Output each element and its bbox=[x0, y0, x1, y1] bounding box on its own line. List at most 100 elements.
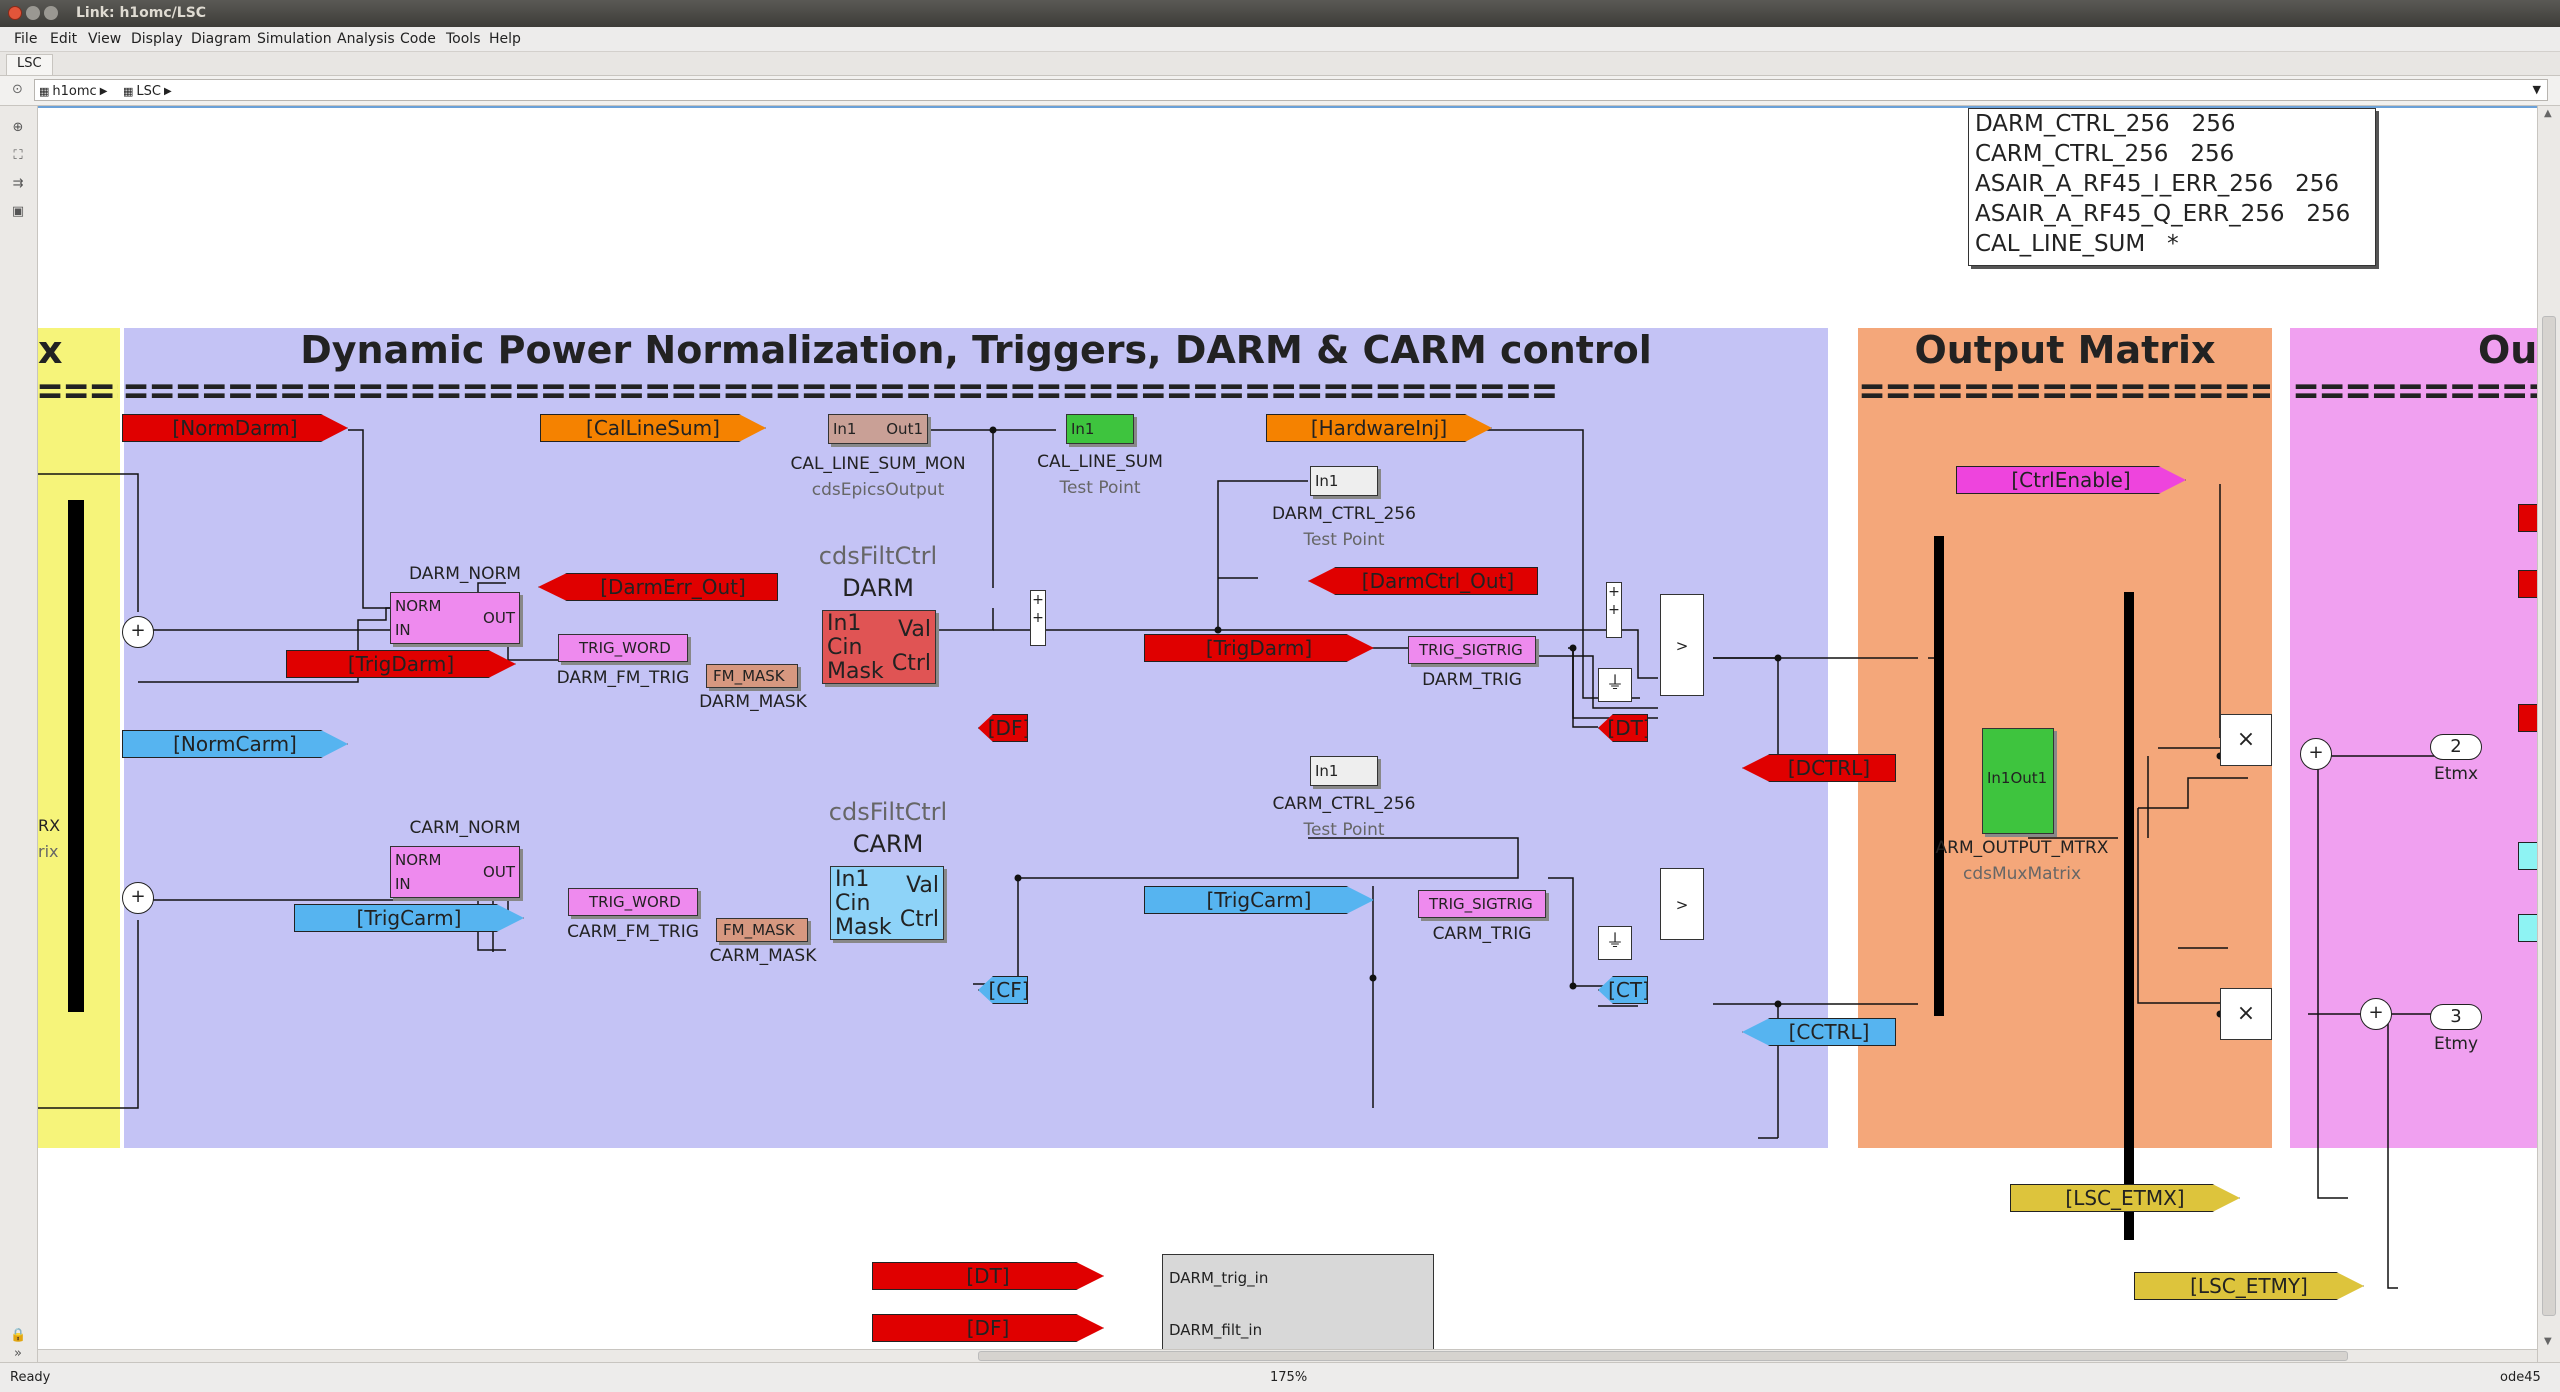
diagram-canvas[interactable]: x Dynamic Power Normalization, Triggers,… bbox=[38, 106, 2537, 1349]
from-tag-trigcarm-left[interactable]: [TrigCarm] bbox=[294, 904, 524, 932]
sum-block-etmx[interactable]: + bbox=[2300, 738, 2332, 770]
menu-analysis[interactable]: Analysis bbox=[337, 31, 395, 47]
sum-block-carm[interactable]: + bbox=[122, 882, 154, 914]
sum-block-darm[interactable]: + bbox=[122, 616, 154, 648]
chevron-down-icon[interactable]: ▼ bbox=[2544, 1336, 2552, 1347]
maximize-window-button[interactable] bbox=[44, 6, 58, 20]
darm-filtctrl-block[interactable]: In1 Cin Mask Val Ctrl bbox=[822, 610, 936, 684]
carm-ctrl-256-testpoint[interactable]: In1 bbox=[1310, 756, 1378, 786]
vertical-scroll-thumb[interactable] bbox=[2542, 316, 2556, 1316]
vertical-scrollbar[interactable]: ▲ ▼ bbox=[2537, 106, 2560, 1362]
outport-3[interactable]: 3 bbox=[2430, 1004, 2482, 1030]
sum-block-etmy[interactable]: + bbox=[2360, 998, 2392, 1030]
goto-tag-darmerr-out[interactable]: [DarmErr_Out] bbox=[538, 573, 778, 601]
tab-lsc[interactable]: LSC bbox=[6, 54, 53, 75]
goto-tag-darmctrl-out[interactable]: [DarmCtrl_Out] bbox=[1308, 567, 1538, 595]
darm-trig-block[interactable]: TRIG_SIGTRIG bbox=[1408, 636, 1536, 664]
chevron-down-icon[interactable]: ▼ bbox=[2532, 83, 2541, 96]
partial-tag-cyan bbox=[2518, 914, 2537, 942]
sum-junction-darm-mid[interactable]: ++ bbox=[1030, 590, 1046, 646]
minimize-window-button[interactable] bbox=[26, 6, 40, 20]
demux-bar bbox=[2124, 592, 2134, 1240]
from-tag-normcarm[interactable]: [NormCarm] bbox=[122, 730, 348, 758]
carm-fm-mask-block[interactable]: FM_MASK bbox=[716, 918, 808, 942]
from-tag-callinesum[interactable]: [CalLineSum] bbox=[540, 414, 766, 442]
status-text: Ready bbox=[10, 1370, 51, 1385]
from-tag-df-bottom[interactable]: [DF] bbox=[872, 1314, 1104, 1342]
ground-block-carm[interactable]: ⏚ bbox=[1598, 926, 1632, 960]
breadcrumb-lsc[interactable]: ▦LSC▶ bbox=[123, 84, 172, 99]
cal-line-sum-testpoint[interactable]: In1 bbox=[1066, 414, 1134, 444]
zoom-level: 175% bbox=[1270, 1370, 1308, 1385]
product-block-etmy[interactable]: × bbox=[2220, 988, 2272, 1040]
darm-ctrl-256-label: DARM_CTRL_256 bbox=[1272, 504, 1416, 524]
area-output-matrix bbox=[1858, 328, 2272, 1148]
partial-tag-red bbox=[2518, 704, 2537, 732]
menu-display[interactable]: Display bbox=[131, 31, 183, 47]
breadcrumb-h1omc[interactable]: ▦h1omc▶ bbox=[39, 84, 108, 99]
sum-junction-darm-right[interactable]: ++ bbox=[1606, 582, 1622, 638]
product-block-etmx[interactable]: × bbox=[2220, 714, 2272, 766]
from-tag-ctrlenable[interactable]: [CtrlEnable] bbox=[1956, 466, 2186, 494]
switch-block-darm[interactable]: > bbox=[1660, 594, 1704, 696]
menu-simulation[interactable]: Simulation bbox=[257, 31, 332, 47]
menu-diagram[interactable]: Diagram bbox=[191, 31, 252, 47]
carm-fm-trig-block[interactable]: TRIG_WORD bbox=[568, 888, 698, 916]
partial-tag-red bbox=[2518, 570, 2537, 598]
from-tag-lsc-etmy[interactable]: [LSC_ETMY] bbox=[2134, 1272, 2364, 1300]
from-tag-trigcarm-right[interactable]: [TrigCarm] bbox=[1144, 886, 1374, 914]
ground-block-darm[interactable]: ⏚ bbox=[1598, 668, 1632, 702]
darm-ctrl-256-lib: Test Point bbox=[1303, 530, 1385, 550]
carm-filtctrl-block[interactable]: In1 Cin Mask Val Ctrl bbox=[830, 866, 944, 940]
carm-ctrl-256-label: CARM_CTRL_256 bbox=[1272, 794, 1416, 814]
outport-2[interactable]: 2 bbox=[2430, 734, 2482, 760]
subsystem-icon: ▦ bbox=[123, 85, 134, 98]
from-tag-dt-bottom[interactable]: [DT] bbox=[872, 1262, 1104, 1290]
close-window-button[interactable] bbox=[8, 6, 22, 20]
menu-code[interactable]: Code bbox=[400, 31, 436, 47]
from-tag-normdarm[interactable]: [NormDarm] bbox=[122, 414, 348, 442]
carm-trig-block[interactable]: TRIG_SIGTRIG bbox=[1418, 890, 1546, 918]
rx-label: RX bbox=[38, 816, 61, 835]
breadcrumb[interactable]: ▦h1omc▶ ▦LSC▶ ▼ bbox=[34, 79, 2548, 101]
darm-trig-subsystem[interactable]: DARM_trig_in DARM_filt_in bbox=[1162, 1254, 1434, 1349]
from-tag-lsc-etmx[interactable]: [LSC_ETMX] bbox=[2010, 1184, 2240, 1212]
outport-2-label: Etmx bbox=[2433, 764, 2479, 784]
lock-icon[interactable]: 🔒 bbox=[10, 1328, 27, 1343]
menu-help[interactable]: Help bbox=[489, 31, 521, 47]
fit-view-icon[interactable]: ⛶ bbox=[13, 148, 23, 163]
output-mtrx-block[interactable]: In1Out1 bbox=[1982, 728, 2054, 834]
annotation-icon[interactable]: ▣ bbox=[11, 204, 25, 219]
chevron-up-icon[interactable]: ▲ bbox=[2544, 108, 2552, 119]
zoom-icon[interactable]: ⊕ bbox=[12, 120, 24, 135]
menu-edit[interactable]: Edit bbox=[50, 31, 78, 47]
hide-explorer-icon[interactable]: ⊙ bbox=[12, 82, 23, 97]
window-title: Link: h1omc/LSC bbox=[76, 5, 207, 21]
goto-tag-dctrl[interactable]: [DCTRL] bbox=[1742, 754, 1896, 782]
darm-fm-trig-block[interactable]: TRIG_WORD bbox=[558, 634, 688, 662]
from-tag-trigdarm-left[interactable]: [TrigDarm] bbox=[286, 650, 516, 678]
horizontal-scrollbar[interactable] bbox=[38, 1349, 2537, 1362]
switch-block-carm[interactable]: > bbox=[1660, 868, 1704, 940]
arrow-icon[interactable]: ⇉ bbox=[12, 176, 24, 191]
expand-panel-icon[interactable]: » bbox=[14, 1346, 22, 1361]
menu-file[interactable]: File bbox=[14, 31, 38, 47]
from-tag-hardwareinj[interactable]: [HardwareInj] bbox=[1266, 414, 1492, 442]
darm-ctrl-256-testpoint[interactable]: In1 bbox=[1310, 466, 1378, 496]
cal-line-sum-label: CAL_LINE_SUM bbox=[1037, 452, 1163, 472]
goto-tag-cctrl[interactable]: [CCTRL] bbox=[1742, 1018, 1896, 1046]
menu-view[interactable]: View bbox=[88, 31, 122, 47]
darm-fm-mask-block[interactable]: FM_MASK bbox=[706, 664, 798, 688]
demux-bar-left bbox=[68, 500, 84, 1012]
carm-mask-label: CARM_MASK bbox=[709, 946, 817, 966]
menu-tools[interactable]: Tools bbox=[446, 31, 481, 47]
signal-entry: ASAIR_A_RF45_Q_ERR_256 256 bbox=[1975, 201, 2351, 227]
cal-line-sum-mon-label: CAL_LINE_SUM_MON bbox=[790, 454, 966, 474]
horizontal-scroll-thumb[interactable] bbox=[978, 1351, 2348, 1361]
from-tag-trigdarm-right[interactable]: [TrigDarm] bbox=[1144, 634, 1374, 662]
address-bar: ⊙ ▦h1omc▶ ▦LSC▶ ▼ bbox=[0, 76, 2560, 106]
menu-bar: File Edit View Display Diagram Simulatio… bbox=[0, 27, 2560, 52]
